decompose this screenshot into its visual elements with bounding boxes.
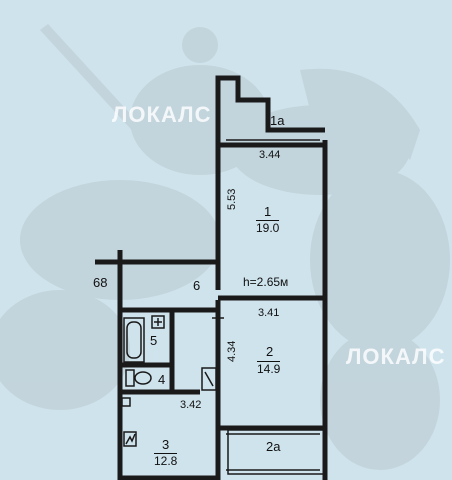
room-4-number: 4 bbox=[158, 372, 166, 387]
ceiling-height: h=2.65м bbox=[243, 275, 289, 289]
room-2-area: 14.9 bbox=[257, 361, 281, 376]
watermark: ЛОКАЛС bbox=[112, 102, 212, 127]
room-1-area: 19.0 bbox=[256, 220, 280, 235]
toilet-icon bbox=[125, 369, 152, 387]
room-5-number: 5 bbox=[150, 333, 158, 348]
room-3-width: 3.42 bbox=[180, 399, 202, 411]
room-1-length: 5.53 bbox=[226, 188, 238, 210]
room-68-number: 68 bbox=[93, 275, 108, 290]
room-1a-number: 1а bbox=[270, 113, 285, 128]
bathtub-icon bbox=[123, 317, 145, 363]
room-1-number: 1 bbox=[264, 204, 272, 219]
room-2-number: 2 bbox=[266, 344, 274, 359]
room-2-length: 4.34 bbox=[226, 340, 238, 362]
stove-icon bbox=[201, 367, 217, 391]
watermark: ЛОКАЛС bbox=[346, 344, 446, 369]
room-2a-number: 2а bbox=[266, 439, 281, 454]
room-6-number: 6 bbox=[193, 278, 201, 293]
room-2-width: 3.41 bbox=[258, 307, 280, 319]
sink-icon bbox=[151, 315, 165, 329]
room-1a-width: 3.44 bbox=[259, 149, 281, 161]
electrical-panel-icon bbox=[121, 397, 137, 447]
room-3-area: 12.8 bbox=[154, 453, 178, 468]
room-3-number: 3 bbox=[162, 437, 170, 452]
